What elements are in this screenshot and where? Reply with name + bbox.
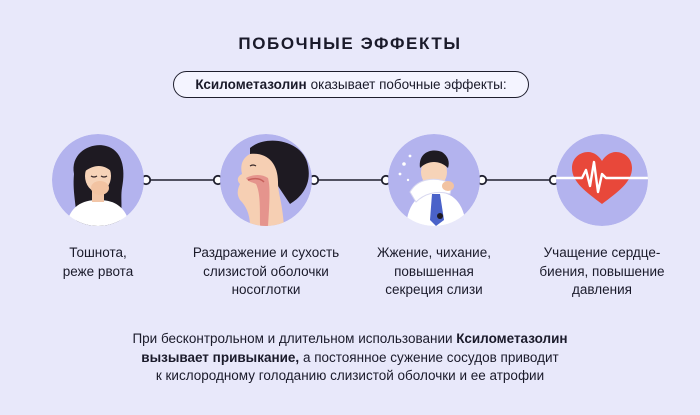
footer-text: При бесконтрольном и длительном использо… xyxy=(132,331,457,346)
caption-line: Тошнота, xyxy=(69,245,127,260)
intro-pill: Ксилометазолин оказывает побочные эффект… xyxy=(173,71,529,98)
footer-note: При бесконтрольном и длительном использо… xyxy=(0,330,700,386)
effect-caption-3: Жжение, чихание, повышенная секреция сли… xyxy=(349,244,519,300)
caption-line: носоглотки xyxy=(231,282,301,297)
caption-line: повышенная xyxy=(394,263,474,279)
footer-text: а постоянное сужение сосудов приводит xyxy=(299,349,559,365)
effect-caption-2: Раздражение и сухость слизистой оболочки… xyxy=(181,244,351,300)
heart-pulse-icon xyxy=(556,134,648,226)
footer-line-3: к кислородному голоданию слизистой оболо… xyxy=(155,368,545,383)
footer-line-1: При бесконтрольном и длительном использо… xyxy=(0,330,700,349)
footer-line-2: вызывает привыкание, а постоянное сужени… xyxy=(0,349,700,368)
caption-line: Жжение, чихание, xyxy=(377,245,491,260)
intro-text: оказывает побочные эффекты: xyxy=(310,77,507,92)
nausea-woman-icon xyxy=(52,134,144,226)
caption-line: реже рвота xyxy=(62,263,134,279)
sneezing-man-icon xyxy=(388,134,480,226)
caption-line: Учащение сердце- xyxy=(543,245,661,260)
footer-drug-name: Ксилометазолин xyxy=(456,331,568,346)
caption-line: слизистой оболочки xyxy=(203,263,329,279)
effect-caption-1: Тошнота, реже рвота xyxy=(13,244,183,281)
caption-line: Раздражение и сухость xyxy=(192,245,340,260)
nasopharynx-profile-icon xyxy=(220,134,312,226)
footer-addiction-text: вызывает привыкание, xyxy=(141,349,300,365)
drug-name: Ксилометазолин xyxy=(195,77,307,92)
page-title: ПОБОЧНЫЕ ЭФФЕКТЫ xyxy=(238,34,462,53)
caption-line: секреция слизи xyxy=(385,282,483,297)
effect-caption-4: Учащение сердце- биения, повышение давле… xyxy=(517,244,687,300)
caption-line: давления xyxy=(572,282,632,297)
caption-line: биения, повышение xyxy=(539,263,665,279)
